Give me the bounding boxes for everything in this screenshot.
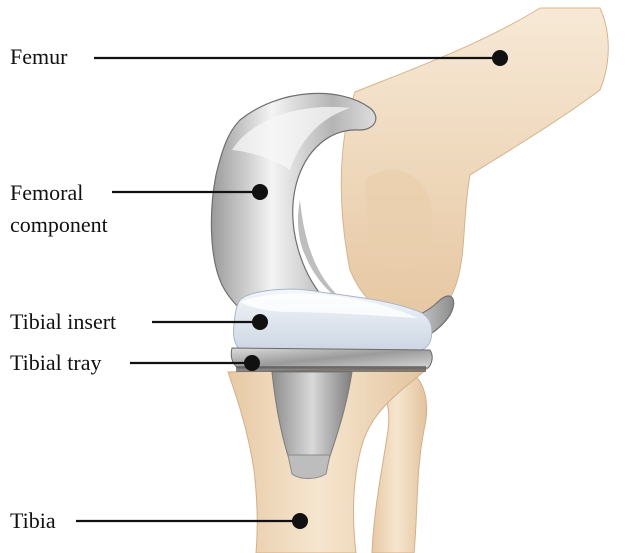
femur-bone xyxy=(341,8,608,320)
femur-dot xyxy=(492,50,508,66)
tibial-tray-dot xyxy=(244,355,260,371)
label-component: component xyxy=(10,212,108,238)
tibial-tray-part xyxy=(231,348,432,368)
label-femur: Femur xyxy=(10,44,67,70)
label-tibia: Tibia xyxy=(10,508,56,534)
tibial-insert-dot xyxy=(252,314,268,330)
femoral-component-dot xyxy=(252,184,268,200)
label-femoral: Femoral xyxy=(10,180,83,206)
label-tibial-insert: Tibial insert xyxy=(10,309,116,335)
tibia-dot xyxy=(292,513,308,529)
label-tibial-tray: Tibial tray xyxy=(10,350,101,376)
